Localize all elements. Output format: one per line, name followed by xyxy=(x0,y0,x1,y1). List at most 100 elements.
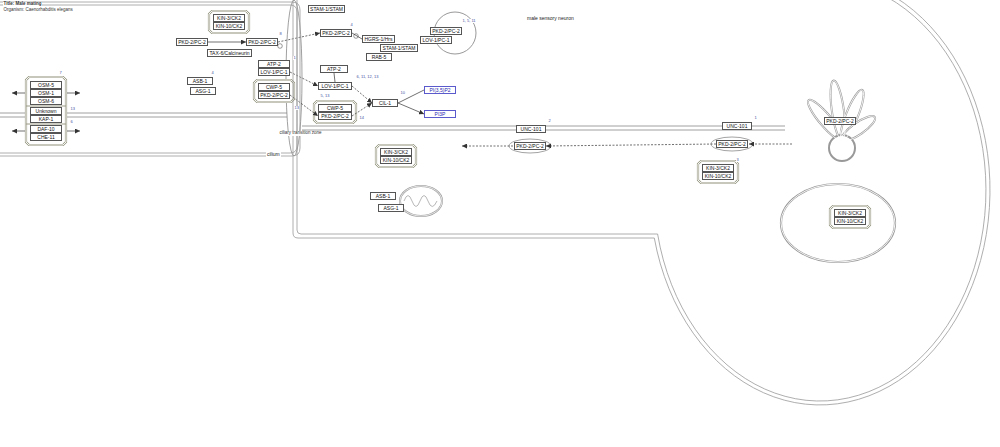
molecule-name: STAM-1/STAM xyxy=(383,45,416,51)
molecule-name: KIN-10/CK2 xyxy=(216,23,243,29)
compartment-label: male sensory neuron xyxy=(526,15,575,21)
lipid-box: PI(3,5)P2 xyxy=(424,86,456,94)
citation-number: 10 xyxy=(400,91,405,95)
interaction-connector xyxy=(398,90,424,103)
protein-box: ASB-1 xyxy=(187,77,213,85)
protein-box: KIN-3/CK2 xyxy=(834,209,866,217)
molecule-name: CIL-1 xyxy=(379,100,391,106)
protein-box: OSM-1 xyxy=(30,89,62,97)
citation-number: 1 xyxy=(754,116,757,120)
molecule-name: OSM-6 xyxy=(38,98,54,104)
protein-box: ASG-1 xyxy=(378,204,404,212)
protein-box: PKD-2/PC-2 xyxy=(430,27,462,35)
citation-number: 13 xyxy=(70,107,75,111)
molecule-name: KIN-3/CK2 xyxy=(706,165,730,171)
interaction-connector xyxy=(290,95,318,116)
protein-box: KIN-3/CK2 xyxy=(702,164,734,172)
protein-box: STAM-1/STAM xyxy=(380,44,418,52)
protein-box: KIN-10/CK2 xyxy=(380,156,412,164)
molecule-name: CWP-5 xyxy=(266,84,282,90)
protein-box: DAF-10 xyxy=(30,125,62,133)
nucleus xyxy=(781,184,895,262)
protein-box: PKD-2/PC-2 xyxy=(320,29,352,37)
mitochondrion-cristae xyxy=(404,196,437,207)
protein-box: ASB-1 xyxy=(370,192,396,200)
complex-outline xyxy=(376,145,416,167)
complex-outlines xyxy=(26,11,870,228)
molecule-name: ASG-1 xyxy=(383,205,398,211)
molecule-name: HGRS-1/Hrs xyxy=(364,36,392,42)
modification-circle xyxy=(278,44,283,49)
molecule-name: PKD-2/PC-2 xyxy=(718,141,746,147)
interaction-connector xyxy=(208,42,246,43)
citation-number: 6 xyxy=(70,120,73,124)
molecule-name: STAM-1/STAM xyxy=(310,6,343,12)
citation-number: 3 xyxy=(736,158,739,162)
transport-arrow xyxy=(67,93,80,94)
molecule-name: ASG-1 xyxy=(195,88,210,94)
molecule-name: LOV-1/PC-1 xyxy=(261,69,288,75)
neuron-compartment: male sensory neuronSTAM-1/STAMPKD-2/PC-2… xyxy=(290,0,995,410)
citation-number: 13 xyxy=(294,106,299,110)
protein-box: ASG-1 xyxy=(190,87,216,95)
golgi-cisterna xyxy=(828,80,848,141)
protein-box: PKD-2/PC-2 xyxy=(514,142,546,150)
protein-box: KIN-10/CK2 xyxy=(702,172,734,180)
golgi-apparatus xyxy=(804,80,878,161)
complex-outline xyxy=(254,80,294,102)
interaction-connector xyxy=(352,103,372,116)
complex-inner xyxy=(26,11,870,228)
golgi-cisterna xyxy=(836,88,867,143)
complex-outline xyxy=(698,161,738,183)
lipid-box: PI3P xyxy=(424,110,456,118)
molecule-name: PKD-2/PC-2 xyxy=(248,39,276,45)
interaction-connector xyxy=(290,72,318,86)
molecule-name: PKD-2/PC-2 xyxy=(321,113,349,119)
complex-outline xyxy=(314,101,356,123)
membrane-line xyxy=(297,0,986,401)
interaction-connector xyxy=(398,103,424,114)
citation-number: 7 xyxy=(59,71,62,75)
molecule-name: PI(3,5)P2 xyxy=(429,87,450,93)
citation-number: 4 xyxy=(211,71,214,75)
citation-number: 2 xyxy=(548,119,551,123)
protein-box: CWP-5 xyxy=(258,83,290,91)
protein-box: PKD-2/PC-2 xyxy=(176,38,208,46)
molecule-name: LOV-1/PC-1 xyxy=(322,83,349,89)
protein-box: PKD-2/PC-2 xyxy=(258,91,290,99)
citation-number: 8 xyxy=(279,32,282,36)
molecule-name: KIN-3/CK2 xyxy=(384,149,408,155)
complex-outline xyxy=(26,77,66,145)
protein-box: ATP-2 xyxy=(258,60,290,68)
complex-outline xyxy=(254,80,294,102)
compartment-outline-group xyxy=(0,2,300,156)
protein-box: PKD-2/PC-2 xyxy=(246,38,278,46)
molecule-name: OSM-5 xyxy=(38,82,54,88)
complex-outline xyxy=(209,11,249,33)
complex-outline xyxy=(698,161,738,183)
cilium-compartment: ciliumKIN-3/CK2KIN-10/CK2PKD-2/PC-2PKD-2… xyxy=(0,0,302,158)
nucleus xyxy=(781,184,895,262)
molecule-name: PKD-2/PC-2 xyxy=(516,143,544,149)
molecule-name: PKD-2/PC-2 xyxy=(260,92,288,98)
protein-box: UNC-101 xyxy=(722,122,752,130)
complex-outline xyxy=(209,11,249,33)
molecule-name: KIN-10/CK2 xyxy=(837,218,864,224)
interaction-connector xyxy=(352,86,372,103)
molecule-name: PKD-2/PC-2 xyxy=(178,39,206,45)
protein-box: KIN-10/CK2 xyxy=(834,217,866,225)
citation-number: 6, 11, 12, 13 xyxy=(356,75,379,79)
membrane-line xyxy=(0,5,297,153)
citation-number: 1, 5, 11 xyxy=(462,19,476,23)
vesicle xyxy=(711,137,753,151)
protein-box: LOV-1/PC-1 xyxy=(318,82,352,90)
protein-box: RAB-5 xyxy=(366,53,392,61)
molecule-name: CWP-5 xyxy=(327,105,343,111)
diagram-title: Title: Male mating xyxy=(3,2,42,7)
annotation-text: Organism: Caenorhabditis elegans xyxy=(3,8,73,13)
citation-number: 5, 13 xyxy=(320,94,330,98)
protein-box: OSM-5 xyxy=(30,81,62,89)
interaction-connector xyxy=(352,33,362,39)
molecule-name: KIN-10/CK2 xyxy=(705,173,732,179)
mitochondrion xyxy=(400,186,442,216)
